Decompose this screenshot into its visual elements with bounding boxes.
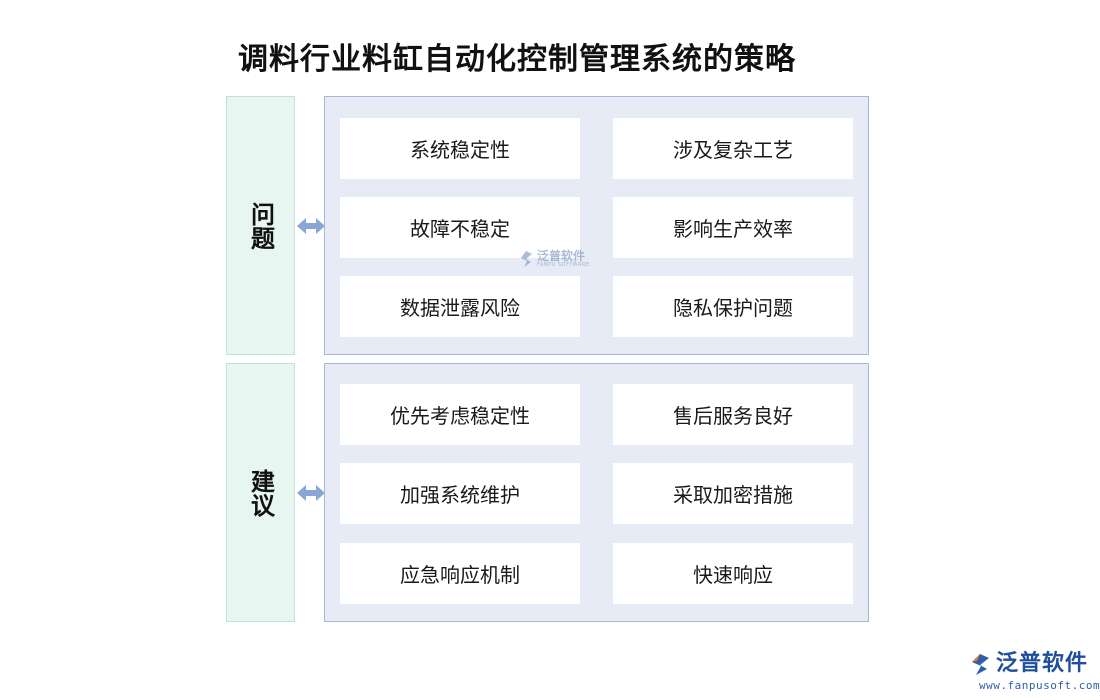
double-arrow-icon xyxy=(297,485,325,501)
watermark-subtext: FANPU SOFTWARE xyxy=(537,262,590,268)
problem-item: 数据泄露风险 xyxy=(340,276,580,337)
section-label-suggestions: 建议 xyxy=(226,363,295,622)
section-label-text: 问题 xyxy=(246,201,275,250)
problem-item: 隐私保护问题 xyxy=(613,276,853,337)
diagram-title: 调料行业料缸自动化控制管理系统的策略 xyxy=(238,42,796,77)
section-label-text: 建议 xyxy=(246,468,275,517)
problem-item: 影响生产效率 xyxy=(613,197,853,258)
suggestions-panel: 优先考虑稳定性 售后服务良好 加强系统维护 采取加密措施 应急响应机制 快速响应 xyxy=(324,363,869,622)
suggestion-item: 加强系统维护 xyxy=(340,463,580,524)
watermark-text: 泛普软件 xyxy=(537,249,586,263)
suggestion-item: 快速响应 xyxy=(613,543,853,604)
problem-item: 故障不稳定 xyxy=(340,197,580,258)
brand-logo: 泛普软件 xyxy=(968,652,1088,676)
double-arrow-icon xyxy=(297,218,325,234)
problem-item: 系统稳定性 xyxy=(340,118,580,179)
problems-panel: 系统稳定性 涉及复杂工艺 故障不稳定 影响生产效率 数据泄露风险 隐私保护问题 xyxy=(324,96,869,355)
fanpu-logo-icon xyxy=(972,654,989,675)
suggestion-item: 应急响应机制 xyxy=(340,543,580,604)
suggestion-item: 售后服务良好 xyxy=(613,384,853,445)
suggestion-item: 优先考虑稳定性 xyxy=(340,384,580,445)
watermark: 泛普软件 FANPU SOFTWARE xyxy=(518,250,590,268)
section-label-problems: 问题 xyxy=(226,96,295,355)
suggestion-item: 采取加密措施 xyxy=(613,463,853,524)
brand-url: www.fanpusoft.com xyxy=(979,679,1100,692)
brand-name: 泛普软件 xyxy=(996,651,1089,676)
problem-item: 涉及复杂工艺 xyxy=(613,118,853,179)
fanpu-logo-icon xyxy=(521,251,532,267)
